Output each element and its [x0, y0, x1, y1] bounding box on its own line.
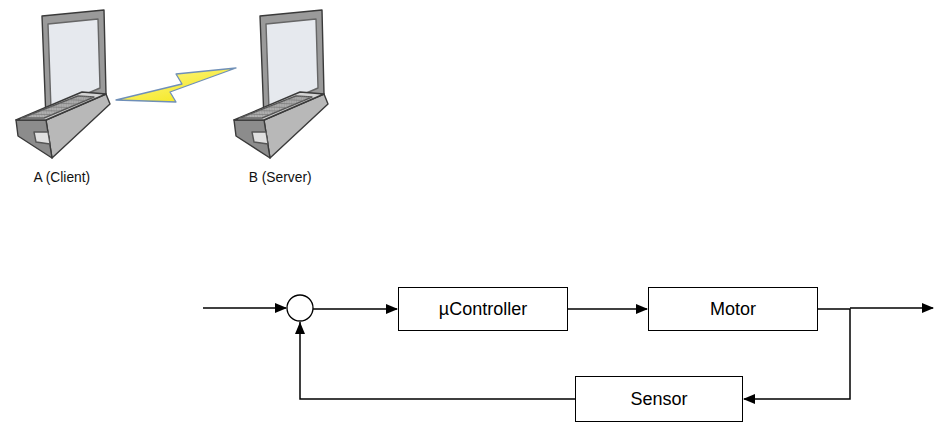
connector [568, 308, 647, 310]
computer-node: B (Server) [224, 8, 336, 186]
box-label: Motor [710, 299, 756, 320]
computer-node: A (Client) [2, 8, 122, 186]
summing-junction [287, 295, 313, 321]
output-arrow [850, 307, 933, 309]
computer-label: B (Server) [249, 168, 312, 185]
box-label: µController [439, 299, 527, 320]
process-box: Motor [648, 287, 818, 331]
process-box: Sensor [575, 376, 743, 422]
computer-label: A (Client) [34, 168, 91, 185]
laptop-icon [230, 8, 330, 168]
wireless-link-bolt [116, 68, 236, 102]
process-box: µController [398, 287, 568, 331]
junction-arrowhead [295, 322, 305, 334]
laptop-icon [12, 8, 112, 168]
input-arrow [203, 307, 286, 309]
box-label: Sensor [630, 389, 687, 410]
